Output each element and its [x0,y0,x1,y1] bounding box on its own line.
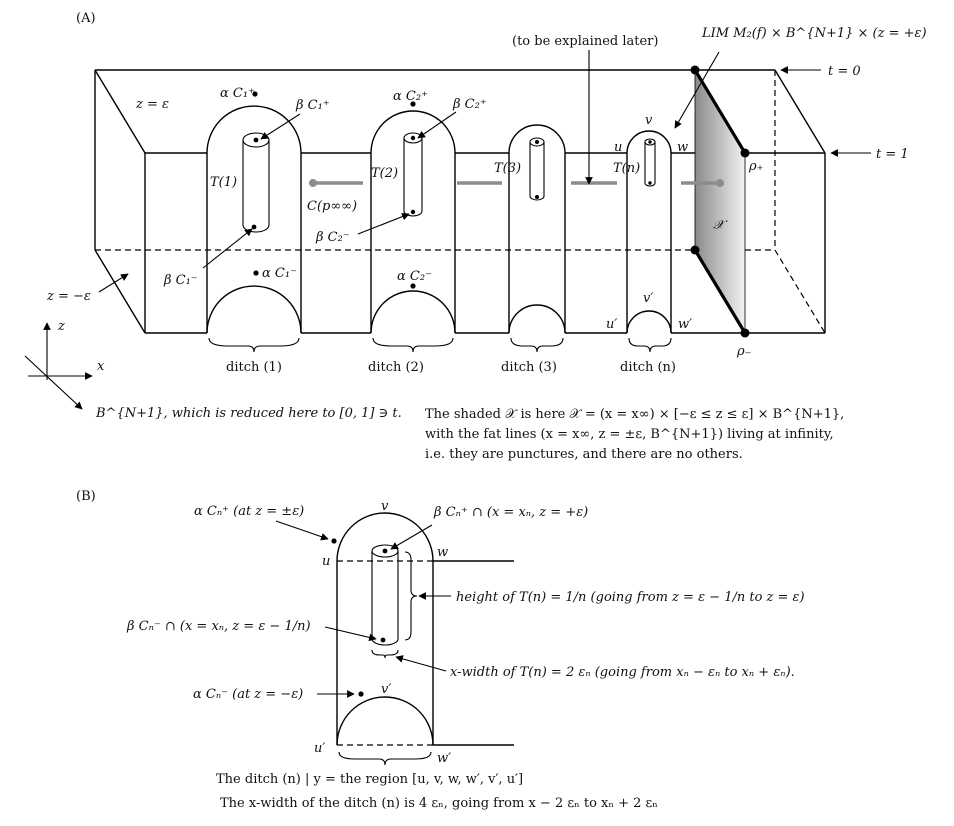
beta-c1-minus-label: β C₁⁻ [163,273,198,288]
axis-z-label: z [57,319,65,334]
v-top-label: v [381,499,389,514]
alpha-c2-plus-point [410,101,416,107]
explained-later-label: (to be explained later) [512,34,658,49]
beta-cn-minus-label: β Cₙ⁻ ∩ (x = xₙ, z = ε − 1/n) [126,619,311,634]
box-outline [94,69,826,334]
w-detail-label: w [437,545,448,560]
caption-2: The x-width of the ditch (n) is 4 εₙ, go… [220,796,658,811]
v-prime-detail-label: v′ [381,682,391,697]
u-prime-label: u′ [606,317,617,332]
alpha-cn-plus-point [331,538,337,544]
caption-1: The ditch (n) | y = the region [u, v, w,… [216,772,523,787]
t2-tube-label: T(2) [371,166,398,181]
ditch-n-label: ditch (n) [620,360,676,375]
beta-cn-plus-label: β Cₙ⁺ ∩ (x = xₙ, z = +ε) [433,505,588,520]
lim-label: LIM M₂(f) × B^{N+1} × (z = +ε) [701,26,927,41]
panel-a-tag: (A) [76,11,96,26]
z-neg-eps-label: z = −ε [46,289,91,304]
z-eps-label: z = ε [135,97,169,112]
alpha-c2-minus-label: α C₂⁻ [397,269,432,284]
w-label: w [677,140,688,155]
tube-ditch-1 [206,105,302,334]
fat-line-bottom [693,249,747,334]
ditch-braces [208,337,672,353]
alpha-cn-minus-label: α Cₙ⁻ (at z = −ε) [193,687,303,702]
alpha-c1-minus-point [253,270,259,276]
tube-ditch-3 [508,124,566,334]
tube-ditch-n [626,130,672,334]
ditch-3-label: ditch (3) [501,360,557,375]
alpha-c1-plus-label: α C₁⁺ [220,86,255,101]
u-detail-label: u [322,554,330,569]
shaded-caption-line2: with the fat lines (x = x∞, z = ±ε, B^{N… [425,427,834,442]
shaded-caption-line3: i.e. they are punctures, and there are n… [425,447,743,462]
fat-line-top [693,69,747,154]
tn-tube-label: T(n) [613,161,640,176]
w-prime-label: w′ [678,317,692,332]
xwidth-label: x-width of T(n) = 2 εₙ (going from xₙ − … [450,665,795,680]
beta-c2-plus-label: β C₂⁺ [452,97,487,112]
panel-b-tag: (B) [76,489,96,504]
rho-minus-label: ρ₋ [736,344,752,359]
height-label: height of T(n) = 1/n (going from z = ε −… [456,590,805,605]
b-label: B^{N+1}, which is reduced here to [0, 1]… [95,406,402,421]
ditch-2-label: ditch (2) [368,360,424,375]
u-prime-detail-label: u′ [314,741,325,756]
alpha-c1-minus-label: α C₁⁻ [262,266,297,281]
axis-x-label: x [97,359,105,374]
beta-c2-minus-label: β C₂⁻ [315,230,350,245]
c-p-label: C(p∞∞) [307,199,357,214]
tube-ditch-2 [370,110,456,334]
v-label: v [645,113,653,128]
u-label: u [614,140,622,155]
axes [24,322,93,410]
ditch-n-detail [336,512,514,746]
shaded-caption-line1: The shaded 𝒳 is here 𝒳 = (x = x∞) × [−ε … [425,407,844,422]
t1-label: t = 1 [876,147,909,162]
alpha-cn-plus-label: α Cₙ⁺ (at z = ±ε) [194,504,304,519]
t1-tube-label: T(1) [210,175,237,190]
t3-tube-label: T(3) [494,161,521,176]
beta-c1-plus-label: β C₁⁺ [295,98,330,113]
alpha-c2-plus-label: α C₂⁺ [393,89,428,104]
ditch-1-label: ditch (1) [226,360,282,375]
ditch-n-brace [338,751,432,766]
alpha-cn-minus-point [358,691,364,697]
rho-plus-label: ρ₊ [748,159,764,174]
alpha-c1-plus-point [252,91,258,97]
t0-label: t = 0 [828,64,861,79]
grey-lines [309,179,724,187]
v-prime-label: v′ [643,291,653,306]
alpha-c2-minus-point [410,283,416,289]
w-prime-detail-label: w′ [437,751,451,766]
